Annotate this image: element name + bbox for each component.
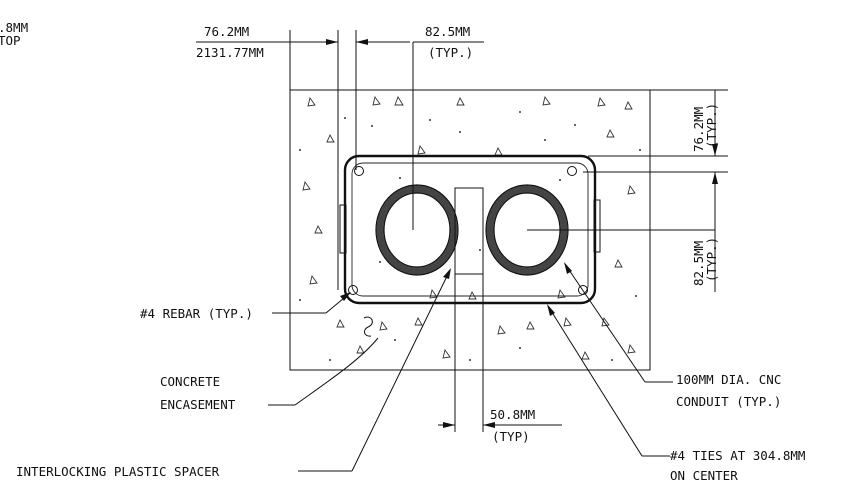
ties-callout-line-1: #4 TIES AT 304.8MM (670, 448, 805, 463)
rebar-bottom-left (348, 285, 358, 295)
dim-cover-label: 76.2MM (204, 24, 249, 39)
tie-hook-right (593, 199, 601, 253)
right-dimension (583, 89, 728, 292)
concrete-callout-line-1: CONCRETE (160, 374, 220, 389)
dim-width-label: 2131.77MM (196, 45, 264, 60)
ties-leader (547, 304, 670, 457)
conduit-callout-line-1: 100MM DIA. CNC (676, 372, 781, 387)
conduit-callout-line-2: CONDUIT (TYP.) (676, 394, 781, 409)
concrete-callout-line-2: ENCASEMENT (160, 397, 236, 412)
dim-right-top-label: 76.2MM (TYP.) (691, 103, 719, 152)
top-dimension (196, 30, 484, 290)
conduit-left (375, 184, 459, 276)
svg-text:82.5MM: 82.5MM (691, 241, 706, 286)
cut-off-label-line-2: TOP (0, 33, 21, 48)
plastic-spacer (454, 187, 484, 275)
rebar-leader (272, 292, 351, 314)
spacer-dimension (438, 274, 562, 432)
svg-text:(TYP.): (TYP.) (704, 237, 719, 282)
spacer-callout: INTERLOCKING PLASTIC SPACER (16, 464, 220, 479)
dim-spacing-typ-label: (TYP.) (428, 45, 473, 60)
dim-right-bottom-label: 82.5MM (TYP.) (691, 237, 719, 286)
rebar-top-right (567, 166, 577, 176)
dim-spacing-label: 82.5MM (425, 24, 470, 39)
ties-callout-line-2: ON CENTER (670, 468, 738, 483)
svg-text:76.2MM: 76.2MM (691, 107, 706, 152)
concrete-leader (268, 316, 379, 406)
rebar-callout: #4 REBAR (TYP.) (140, 306, 253, 321)
rebar-top-left (354, 166, 364, 176)
tie-hook-left (339, 204, 347, 254)
conduit-leader (564, 262, 673, 383)
cut-off-label-line-1: .8MM (0, 20, 28, 35)
spacer-leader (298, 268, 451, 472)
concrete-aggregate-pattern (299, 95, 641, 361)
dim-spacer-typ-label: (TYP) (492, 429, 530, 444)
rebar-bottom-right (578, 285, 588, 295)
dim-spacer-label: 50.8MM (490, 407, 535, 422)
svg-text:(TYP.): (TYP.) (704, 103, 719, 148)
